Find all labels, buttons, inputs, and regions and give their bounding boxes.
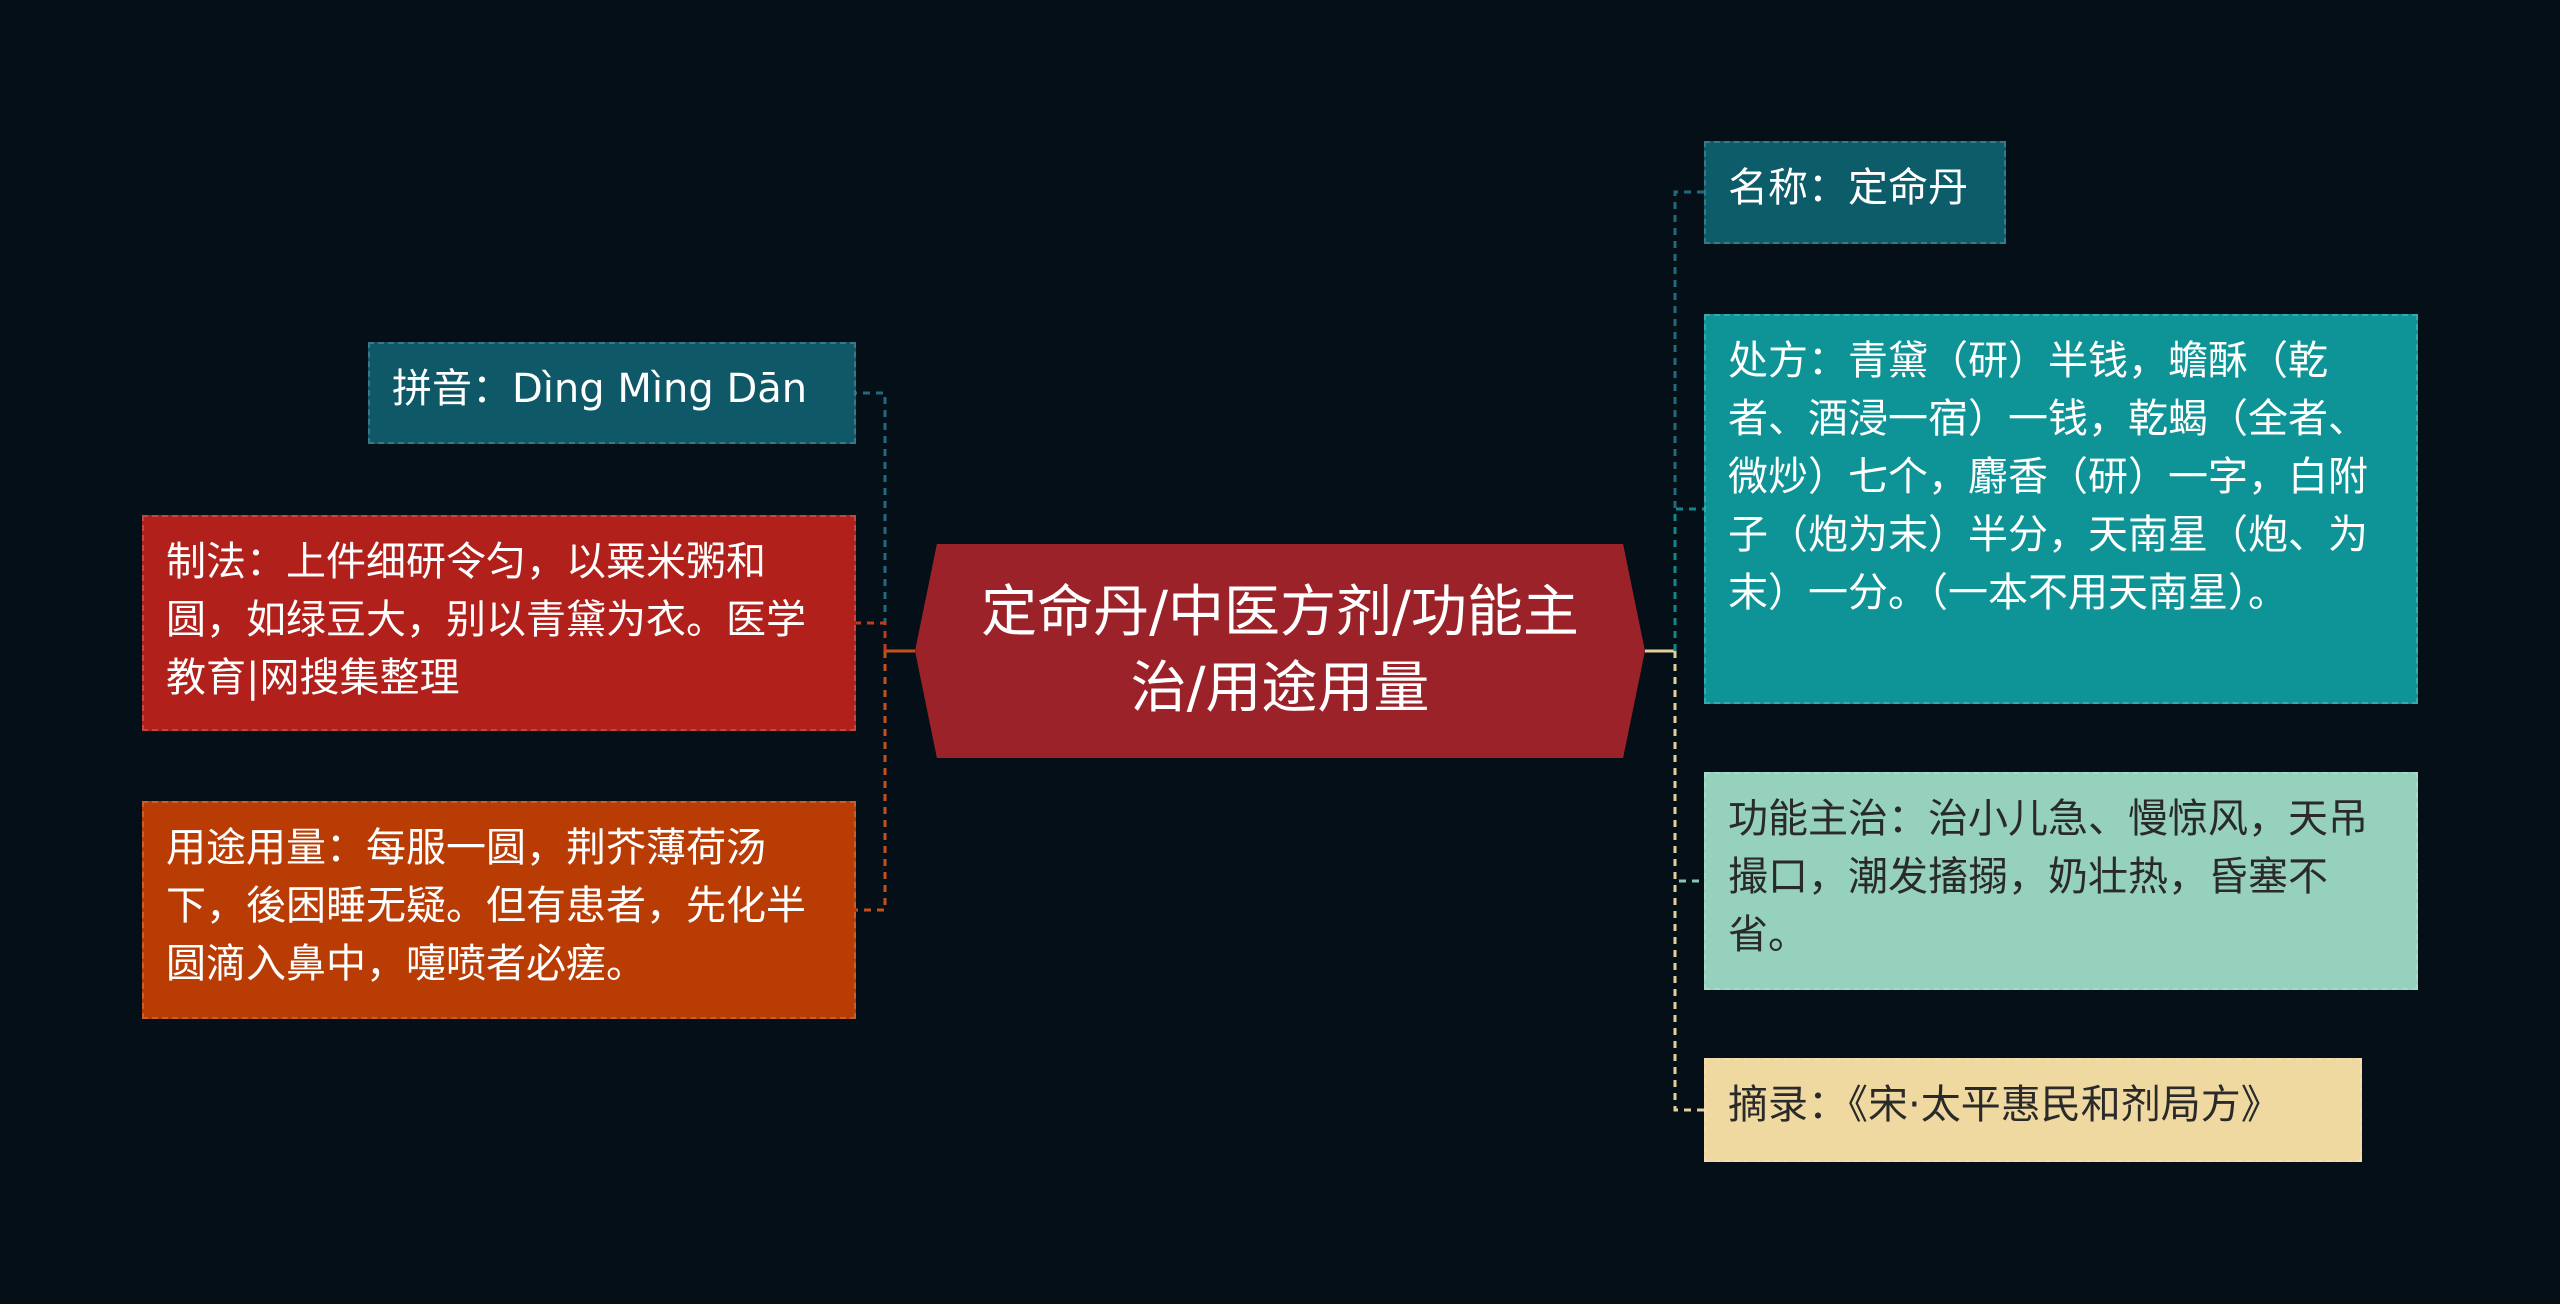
node-preparation[interactable]: 制法：上件细研令匀，以粟米粥和圆，如绿豆大，别以青黛为衣。医学教育|网搜集整理 — [142, 515, 856, 731]
node-pinyin-text: 拼音：Dìng Mìng Dān — [392, 366, 808, 412]
node-usage-dosage-text: 用途用量：每服一圆，荆芥薄荷汤下，後困睡无疑。但有患者，先化半圆滴入鼻中，嚏喷者… — [166, 825, 806, 987]
link-gongneng — [1673, 651, 1704, 883]
node-prescription[interactable]: 处方：青黛（研）半钱，蟾酥（乾者、酒浸一宿）一钱，乾蝎（全者、微炒）七个，麝香（… — [1704, 314, 2418, 704]
link-zhifa — [856, 621, 887, 651]
node-indications-text: 功能主治：治小儿急、慢惊风，天吊撮口，潮发搐搦，奶壮热，昏塞不省。 — [1728, 796, 2368, 958]
node-source-text: 摘录：《宋·太平惠民和剂局方》 — [1728, 1082, 2281, 1128]
node-usage-dosage[interactable]: 用途用量：每服一圆，荆芥薄荷汤下，後困睡无疑。但有患者，先化半圆滴入鼻中，嚏喷者… — [142, 801, 856, 1019]
node-name-text: 名称：定命丹 — [1728, 165, 1968, 211]
link-yongtu — [856, 651, 887, 912]
node-indications[interactable]: 功能主治：治小儿急、慢惊风，天吊撮口，潮发搐搦，奶壮热，昏塞不省。 — [1704, 772, 2418, 990]
root-topic-label: 定命丹/中医方剂/功能主治/用途用量 — [981, 580, 1579, 721]
node-name[interactable]: 名称：定命丹 — [1704, 141, 2006, 244]
node-prescription-text: 处方：青黛（研）半钱，蟾酥（乾者、酒浸一宿）一钱，乾蝎（全者、微炒）七个，麝香（… — [1728, 338, 2368, 616]
node-preparation-text: 制法：上件细研令匀，以粟米粥和圆，如绿豆大，别以青黛为衣。医学教育|网搜集整理 — [166, 539, 806, 701]
node-source[interactable]: 摘录：《宋·太平惠民和剂局方》 — [1704, 1058, 2362, 1162]
root-topic[interactable]: 定命丹/中医方剂/功能主治/用途用量 — [915, 544, 1645, 758]
node-pinyin[interactable]: 拼音：Dìng Mìng Dān — [368, 342, 856, 444]
link-pinyin — [856, 391, 887, 651]
link-chufang — [1673, 507, 1704, 651]
link-zhailu — [1673, 651, 1704, 1112]
link-mingcheng — [1673, 190, 1704, 651]
